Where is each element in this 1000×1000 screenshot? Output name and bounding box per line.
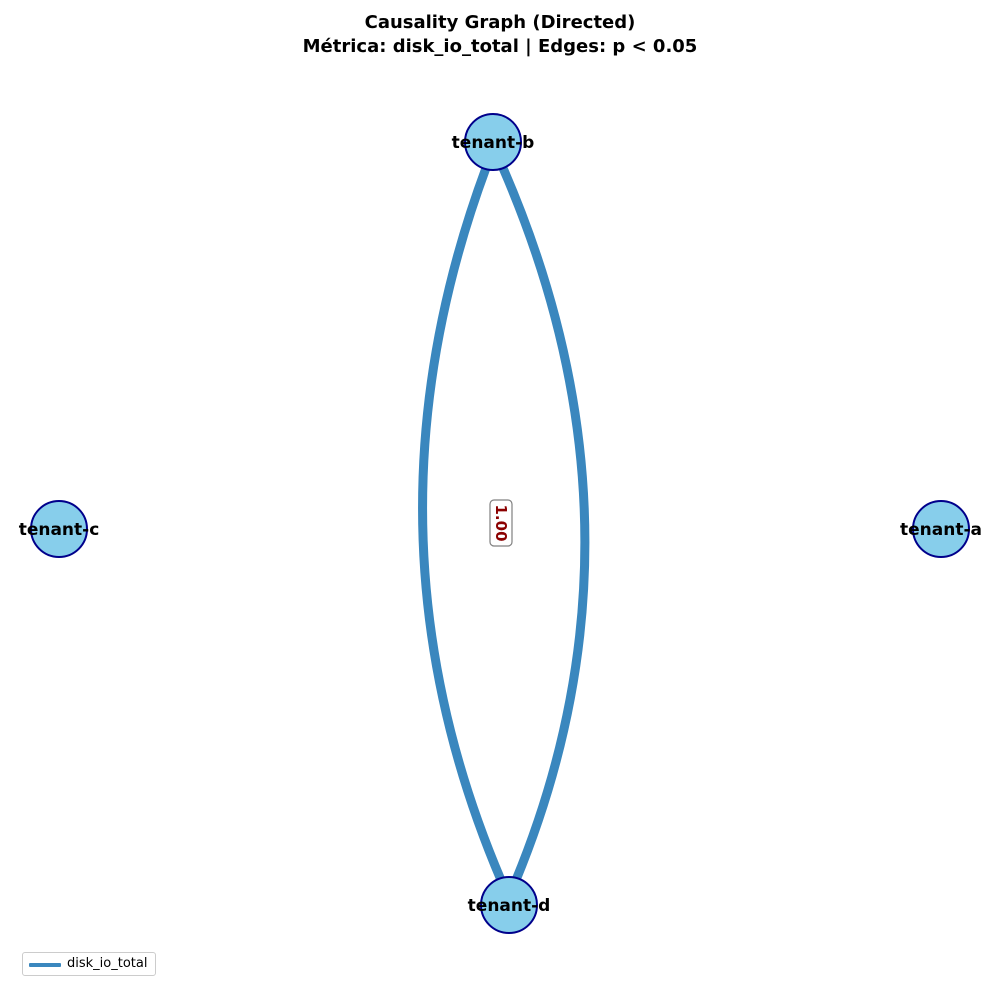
legend: disk_io_total (22, 952, 156, 976)
edge-weight-label: 1.00 (489, 499, 513, 547)
edge-tenant-b-to-tenant-d (418, 166, 506, 882)
node-label-tenant-c: tenant-c (19, 520, 100, 540)
graph-subtitle: Métrica: disk_io_total | Edges: p < 0.05 (302, 36, 698, 57)
node-tenant-c[interactable]: tenant-c (19, 500, 100, 558)
node-tenant-d[interactable]: tenant-d (468, 876, 551, 934)
node-label-tenant-d: tenant-d (468, 896, 551, 916)
node-tenant-a[interactable]: tenant-a (900, 500, 982, 558)
node-label-tenant-a: tenant-a (900, 520, 982, 540)
legend-label: disk_io_total (67, 956, 148, 971)
edge-tenant-d-to-tenant-b (498, 166, 590, 882)
node-tenant-b[interactable]: tenant-b (452, 113, 535, 171)
legend-swatch (29, 963, 61, 967)
graph-title: Causality Graph (Directed) (364, 12, 636, 33)
edge-weight-value: 1.00 (492, 504, 510, 541)
node-label-tenant-b: tenant-b (452, 133, 535, 153)
